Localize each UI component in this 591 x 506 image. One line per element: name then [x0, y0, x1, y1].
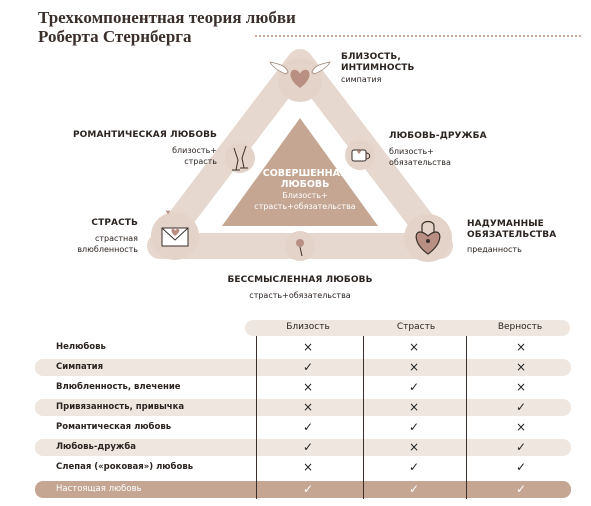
heart-wings-icon — [269, 61, 331, 88]
cross-icon: × — [515, 340, 527, 354]
romantic-sub-1: близость+ — [172, 146, 217, 155]
fatuous-sub: страсть+обязательства — [249, 291, 351, 300]
col-divider-3 — [466, 336, 467, 499]
cross-icon: × — [515, 420, 527, 434]
romantic-title: РОМАНТИЧЕСКАЯ ЛЮБОВЬ — [72, 130, 217, 140]
padlock-heart-icon — [415, 220, 441, 255]
row-label: Романтическая любовь — [56, 422, 172, 432]
commitment-sub: преданность — [467, 245, 522, 254]
label-intimacy: БЛИЗОСТЬ, ИНТИМНОСТЬ симпатия — [341, 52, 414, 85]
friendship-sub-2: обязательства — [389, 158, 451, 167]
table-row: Влюбленность, влечение × ✓ × — [35, 379, 571, 396]
check-icon: ✓ — [408, 380, 420, 394]
row-label: Любовь-дружба — [56, 442, 136, 452]
check-icon: ✓ — [408, 420, 420, 434]
label-passion: СТРАСТЬ страстная влюбленность — [50, 218, 138, 255]
title-line-1: Трехкомпонентная теория любви — [38, 8, 296, 27]
check-icon: ✓ — [302, 482, 314, 496]
commitment-title-1: НАДУМАННЫЕ — [467, 219, 544, 229]
passion-title: СТРАСТЬ — [91, 218, 138, 228]
cross-icon: × — [515, 380, 527, 394]
col-divider-2 — [363, 336, 364, 499]
cross-icon: × — [302, 400, 314, 414]
check-icon: ✓ — [408, 460, 420, 474]
flower-icon — [296, 239, 304, 257]
col-header-commitment: Верность — [497, 322, 543, 332]
row-label: Симпатия — [56, 362, 104, 372]
check-icon: ✓ — [302, 420, 314, 434]
cross-icon: × — [408, 360, 420, 374]
friendship-title: ЛЮБОВЬ-ДРУЖБА — [389, 131, 487, 141]
passion-sub-1: страстная — [94, 234, 138, 243]
table-row: Привязанность, привычка × × ✓ — [35, 399, 571, 416]
label-fatuous: БЕССМЫСЛЕННАЯ ЛЮБОВЬ страсть+обязательст… — [200, 275, 400, 301]
col-header-passion: Страсть — [396, 322, 436, 332]
cross-icon: × — [302, 380, 314, 394]
check-icon: ✓ — [515, 400, 527, 414]
center-title-1: СОВЕРШЕННАЯ — [262, 168, 348, 179]
intimacy-title-1: БЛИЗОСТЬ, — [341, 52, 401, 62]
row-label: Настоящая любовь — [56, 484, 142, 494]
node-left-mid — [225, 143, 255, 173]
table-row: Романтическая любовь ✓ ✓ × — [35, 419, 571, 436]
check-icon: ✓ — [515, 440, 527, 454]
check-icon: ✓ — [515, 482, 527, 496]
love-letter-icon — [161, 210, 189, 247]
center-title-2: ЛЮБОВЬ — [280, 179, 330, 190]
check-icon: ✓ — [408, 482, 420, 496]
check-icon: ✓ — [302, 360, 314, 374]
row-label: Слепая («роковая») любовь — [56, 462, 194, 472]
table-row: Слепая («роковая») любовь × ✓ ✓ — [35, 459, 571, 476]
cross-icon: × — [408, 440, 420, 454]
center-label: СОВЕРШЕННАЯ ЛЮБОВЬ Близость+ страсть+обя… — [248, 168, 362, 212]
cross-icon: × — [515, 360, 527, 374]
center-sub-1: Близость+ — [282, 191, 328, 200]
cross-icon: × — [302, 460, 314, 474]
col-header-intimacy: Близость — [286, 322, 330, 332]
table-header-bar — [245, 320, 570, 336]
title-divider — [255, 35, 581, 37]
label-romantic: РОМАНТИЧЕСКАЯ ЛЮБОВЬ близость+ страсть — [62, 130, 217, 167]
label-friendship: ЛЮБОВЬ-ДРУЖБА близость+ обязательства — [389, 131, 487, 168]
center-sub-2: страсть+обязательства — [254, 202, 356, 211]
cross-icon: × — [408, 340, 420, 354]
page-title: Трехкомпонентная теория любви Роберта Ст… — [38, 8, 296, 46]
champagne-glasses-icon — [232, 145, 248, 171]
fatuous-title: БЕССМЫСЛЕННАЯ ЛЮБОВЬ — [227, 275, 373, 285]
intimacy-title-2: ИНТИМНОСТЬ — [341, 63, 415, 73]
center-triangle — [222, 118, 378, 226]
row-label: Влюбленность, влечение — [56, 382, 181, 392]
cross-icon: × — [408, 400, 420, 414]
commitment-title-2: ОБЯЗАТЕЛЬСТВА — [467, 230, 557, 240]
friendship-sub-1: близость+ — [389, 147, 434, 156]
label-commitment: НАДУМАННЫЕ ОБЯЗАТЕЛЬСТВА преданность — [467, 219, 556, 255]
check-icon: ✓ — [515, 460, 527, 474]
check-icon: ✓ — [302, 440, 314, 454]
passion-sub-2: влюбленность — [77, 245, 138, 254]
table-row: Настоящая любовь ✓ ✓ ✓ — [35, 481, 571, 498]
cross-icon: × — [302, 340, 314, 354]
row-label: Привязанность, привычка — [56, 402, 185, 412]
table-row: Симпатия ✓ × × — [35, 359, 571, 376]
table-row: Любовь-дружба ✓ × ✓ — [35, 439, 571, 456]
coffee-cup-icon — [351, 149, 371, 162]
row-label: Нелюбовь — [56, 342, 106, 352]
intimacy-sub: симпатия — [341, 75, 382, 84]
table-row: Нелюбовь × × × — [35, 339, 571, 356]
romantic-sub-2: страсть — [184, 157, 217, 166]
col-divider-1 — [256, 336, 257, 499]
title-line-2: Роберта Стернберга — [38, 27, 192, 46]
